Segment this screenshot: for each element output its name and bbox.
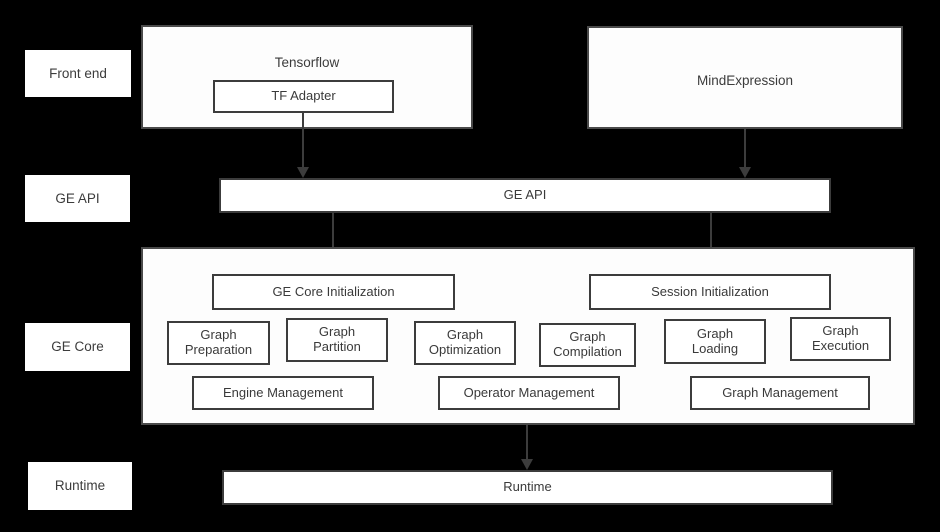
mindexpression-container: MindExpression bbox=[587, 26, 903, 129]
ge-core-initialization-node[interactable]: GE Core Initialization bbox=[212, 274, 455, 310]
operator-management-node[interactable]: Operator Management bbox=[438, 376, 620, 410]
graph-compilation-node[interactable]: Graph Compilation bbox=[539, 323, 636, 367]
graph-partition-node[interactable]: Graph Partition bbox=[286, 318, 388, 362]
graph-optimization-node[interactable]: Graph Optimization bbox=[414, 321, 516, 365]
tf-adapter-node[interactable]: TF Adapter bbox=[213, 80, 394, 113]
graph-loading-node[interactable]: Graph Loading bbox=[664, 319, 766, 364]
arrow-tf-adapter-to-ge-api bbox=[297, 113, 309, 178]
runtime-node[interactable]: Runtime bbox=[222, 470, 833, 505]
engine-management-node[interactable]: Engine Management bbox=[192, 376, 374, 410]
layer-label-runtime: Runtime bbox=[28, 462, 132, 510]
graph-execution-node[interactable]: Graph Execution bbox=[790, 317, 891, 361]
tensorflow-title: Tensorflow bbox=[274, 55, 340, 70]
session-initialization-node[interactable]: Session Initialization bbox=[589, 274, 831, 310]
graph-preparation-node[interactable]: Graph Preparation bbox=[167, 321, 270, 365]
ge-api-node[interactable]: GE API bbox=[219, 178, 831, 213]
graph-management-node[interactable]: Graph Management bbox=[690, 376, 870, 410]
layer-label-ge-core: GE Core bbox=[25, 323, 130, 371]
mindexpression-title: MindExpression bbox=[696, 73, 794, 88]
arrow-ge-core-to-runtime bbox=[521, 425, 533, 470]
arrow-mindexpression-to-ge-api bbox=[739, 129, 751, 178]
layer-label-ge-api: GE API bbox=[25, 175, 130, 222]
layer-label-front-end: Front end bbox=[25, 50, 131, 97]
